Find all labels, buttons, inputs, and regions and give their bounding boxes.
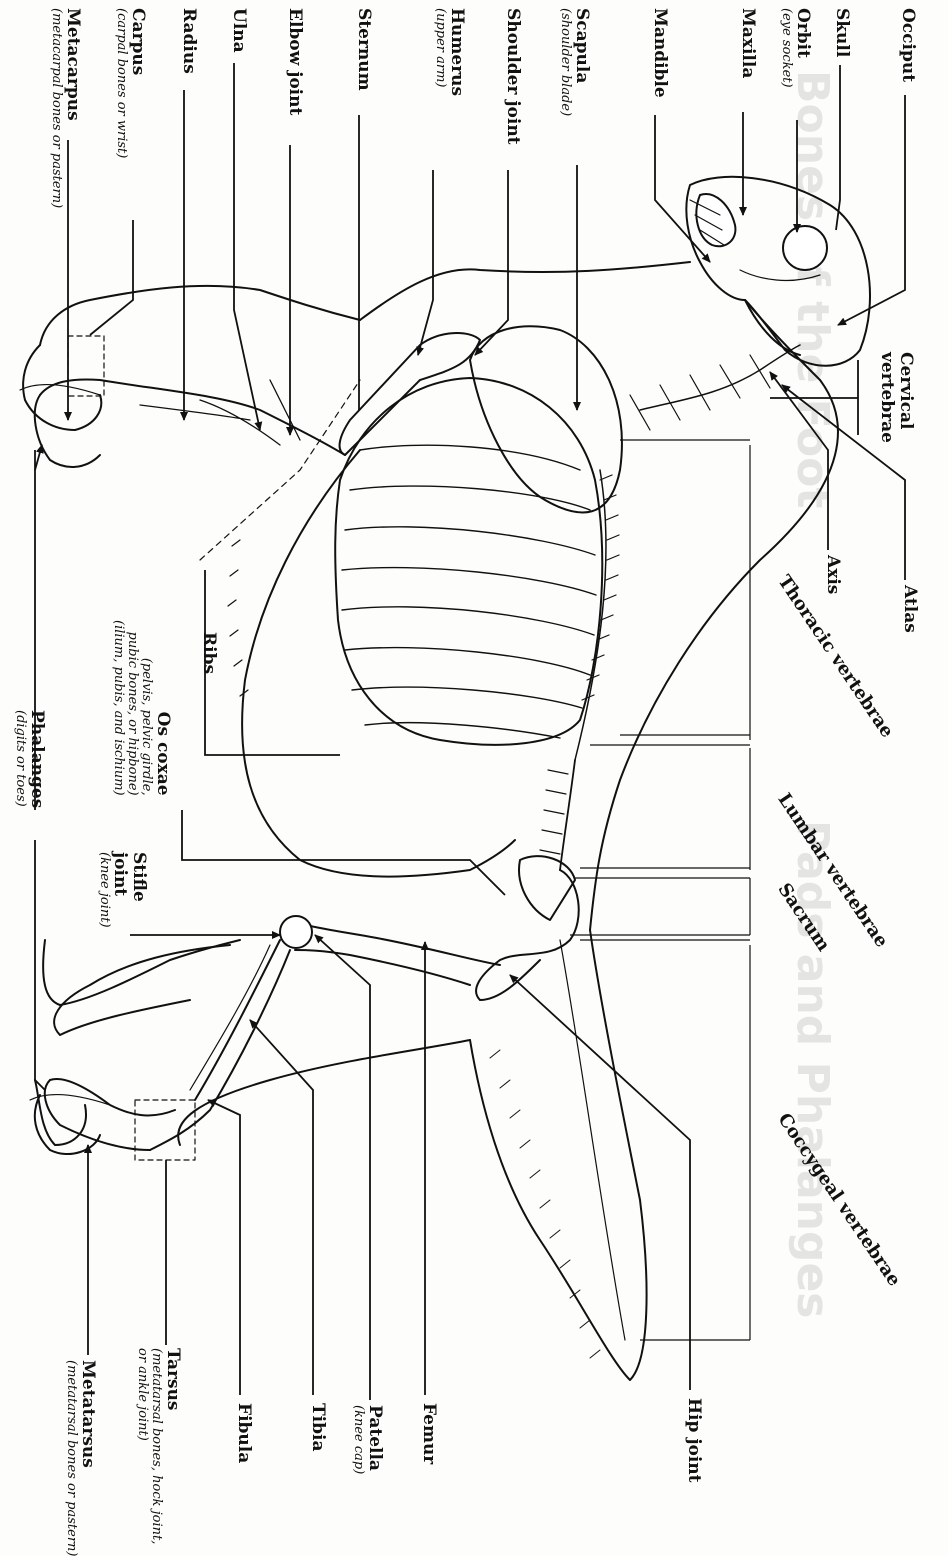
label-occiput: Occiput	[898, 8, 917, 82]
label-elbow-joint-text: Elbow joint	[285, 8, 304, 115]
label-hip-joint: Hip joint	[684, 1398, 703, 1483]
label-os-coxae-sub1: (pelvis, pelvic girdle,	[139, 620, 153, 796]
label-skull: Skull	[832, 8, 851, 57]
label-mandible: Mandible	[650, 8, 669, 98]
label-ulna: Ulna	[229, 8, 248, 53]
label-femur: Femur	[419, 1403, 438, 1464]
label-tarsus-sub2: or ankle joint)	[135, 1348, 149, 1544]
label-mandible-text: Mandible	[650, 8, 669, 98]
label-radius: Radius	[179, 8, 198, 74]
label-os-coxae-text: Os coxae	[153, 620, 172, 796]
label-orbit-sub: (eye socket)	[779, 8, 793, 88]
label-humerus: Humerus (upper arm)	[433, 8, 466, 96]
label-fibula: Fibula	[234, 1403, 253, 1463]
label-tibia: Tibia	[308, 1403, 327, 1451]
label-stifle-joint: Stifle joint (knee joint)	[96, 852, 148, 928]
label-phalanges-text: Phalanges	[27, 710, 46, 808]
label-tarsus: Tarsus (metatarsal bones, hock joint, or…	[135, 1348, 182, 1544]
label-fibula-text: Fibula	[234, 1403, 253, 1463]
label-os-coxae: Os coxae (pelvis, pelvic girdle, pubic b…	[110, 620, 172, 796]
label-occiput-text: Occiput	[898, 8, 917, 82]
label-tibia-text: Tibia	[308, 1403, 327, 1451]
label-humerus-text: Humerus	[447, 8, 466, 96]
label-patella-text: Patella	[365, 1405, 384, 1474]
label-cervical-vertebrae-text: Cervical vertebrae	[878, 352, 915, 442]
label-atlas: Atlas	[900, 585, 919, 633]
label-phalanges: Phalanges (digits or toes)	[13, 710, 46, 808]
label-ulna-text: Ulna	[229, 8, 248, 53]
label-humerus-sub: (upper arm)	[433, 8, 447, 96]
label-metatarsus-text: Metatarsus	[78, 1360, 97, 1556]
label-orbit: Orbit (eye socket)	[779, 8, 812, 88]
label-hip-joint-text: Hip joint	[684, 1398, 703, 1483]
label-metatarsus: Metatarsus (metatarsal bones or pastern)	[64, 1360, 97, 1556]
label-carpus: Carpus (carpal bones or wrist)	[114, 8, 147, 158]
label-scapula-text: Scapula	[572, 8, 591, 116]
label-atlas-text: Atlas	[900, 585, 919, 633]
label-skull-text: Skull	[832, 8, 851, 57]
label-metatarsus-sub: (metatarsal bones or pastern)	[64, 1360, 78, 1556]
label-scapula: Scapula (shoulder blade)	[558, 8, 591, 116]
label-metacarpus-text: Metacarpus	[63, 8, 82, 208]
label-axis: Axis	[823, 555, 842, 594]
label-tarsus-sub1: (metatarsal bones, hock joint,	[149, 1348, 163, 1544]
label-maxilla: Maxilla	[738, 8, 757, 78]
label-stifle-joint-text1: Stifle	[129, 852, 148, 928]
label-metacarpus-sub: (metacarpal bones or pastern)	[49, 8, 63, 208]
label-axis-text: Axis	[823, 555, 842, 594]
label-os-coxae-sub3: (ilium, pubis, and ischium)	[110, 620, 124, 796]
label-orbit-text: Orbit	[793, 8, 812, 88]
label-stifle-joint-sub: (knee joint)	[96, 852, 110, 928]
label-sternum: Sternum	[354, 8, 373, 91]
label-shoulder-joint-text: Shoulder joint	[503, 8, 522, 145]
label-phalanges-sub: (digits or toes)	[13, 710, 27, 808]
label-elbow-joint: Elbow joint	[285, 8, 304, 115]
label-shoulder-joint: Shoulder joint	[503, 8, 522, 145]
label-carpus-text: Carpus	[128, 8, 147, 158]
label-radius-text: Radius	[179, 8, 198, 74]
label-patella: Patella (knee cap)	[351, 1405, 384, 1474]
label-cervical-vertebrae: Cervical vertebrae	[878, 352, 915, 442]
label-maxilla-text: Maxilla	[738, 8, 757, 78]
label-tarsus-text: Tarsus	[163, 1348, 182, 1544]
label-sternum-text: Sternum	[354, 8, 373, 91]
label-metacarpus: Metacarpus (metacarpal bones or pastern)	[49, 8, 82, 208]
label-ribs: Ribs	[199, 632, 218, 674]
label-femur-text: Femur	[419, 1403, 438, 1464]
label-ribs-text: Ribs	[199, 632, 218, 674]
label-os-coxae-sub2: pubic bones, or hipbone)	[125, 620, 139, 796]
label-scapula-sub: (shoulder blade)	[558, 8, 572, 116]
label-stifle-joint-text2: joint	[111, 852, 130, 928]
label-patella-sub: (knee cap)	[351, 1405, 365, 1474]
label-carpus-sub: (carpal bones or wrist)	[114, 8, 128, 158]
